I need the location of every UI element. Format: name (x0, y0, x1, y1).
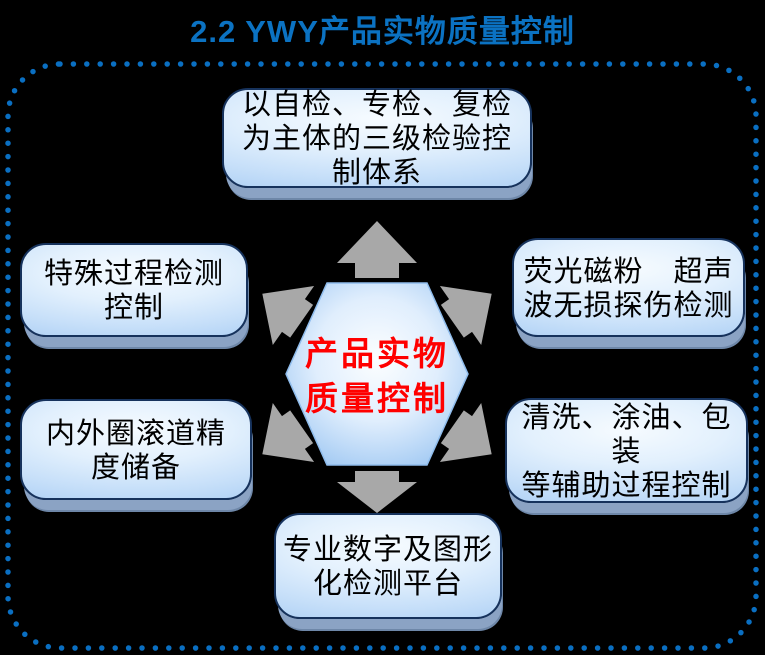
center-hexagon (285, 282, 469, 466)
box-special-process: 特殊过程检测 控制 (20, 243, 248, 337)
box-digital-platform: 专业数字及图形 化检测平台 (274, 513, 502, 619)
box-auxiliary-process: 清洗、涂油、包装 等辅助过程控制 (505, 398, 748, 503)
box-text-line: 控制 (103, 290, 164, 324)
box-text-line: 化检测平台 (312, 566, 463, 600)
box-text-line: 制体系 (331, 155, 422, 189)
box-ndt-detection: 荧光磁粉 超声 波无损探伤检测 (512, 238, 745, 337)
dotted-border (5, 61, 759, 651)
arrow-upper-right-icon (439, 286, 492, 345)
radiating-arrows (262, 221, 492, 513)
box-text-line: 内外圈滚道精 (45, 415, 226, 450)
arrow-lower-left-icon (262, 403, 315, 462)
box-text-line: 度储备 (90, 449, 181, 484)
box-text-line: 荧光磁粉 超声 (523, 253, 734, 288)
box-text-line: 为主体的三级检验控 (241, 121, 512, 155)
box-text-line: 以自检、专检、复检 (241, 87, 512, 121)
center-label-line-1: 产品实物 (305, 334, 449, 373)
arrow-up-icon (337, 221, 417, 278)
box-text-line: 专业数字及图形 (282, 532, 493, 566)
center-label-line-2: 质量控制 (305, 379, 449, 418)
center-label: 产品实物 质量控制 (277, 331, 477, 421)
arrow-down-icon (337, 471, 417, 513)
box-raceway-precision: 内外圈滚道精 度储备 (20, 399, 252, 500)
page-title: 2.2 YWY产品实物质量控制 (190, 14, 575, 49)
arrow-upper-left-icon (262, 286, 315, 345)
center-graphic (262, 221, 492, 513)
box-text-line: 等辅助过程控制 (521, 467, 732, 502)
box-text-line: 特殊过程检测 (43, 256, 224, 290)
box-three-level-inspection: 以自检、专检、复检 为主体的三级检验控 制体系 (222, 87, 532, 189)
arrow-lower-right-icon (439, 403, 492, 462)
box-text-line: 波无损探伤检测 (523, 287, 734, 322)
box-text-line: 清洗、涂油、包装 (521, 399, 732, 468)
